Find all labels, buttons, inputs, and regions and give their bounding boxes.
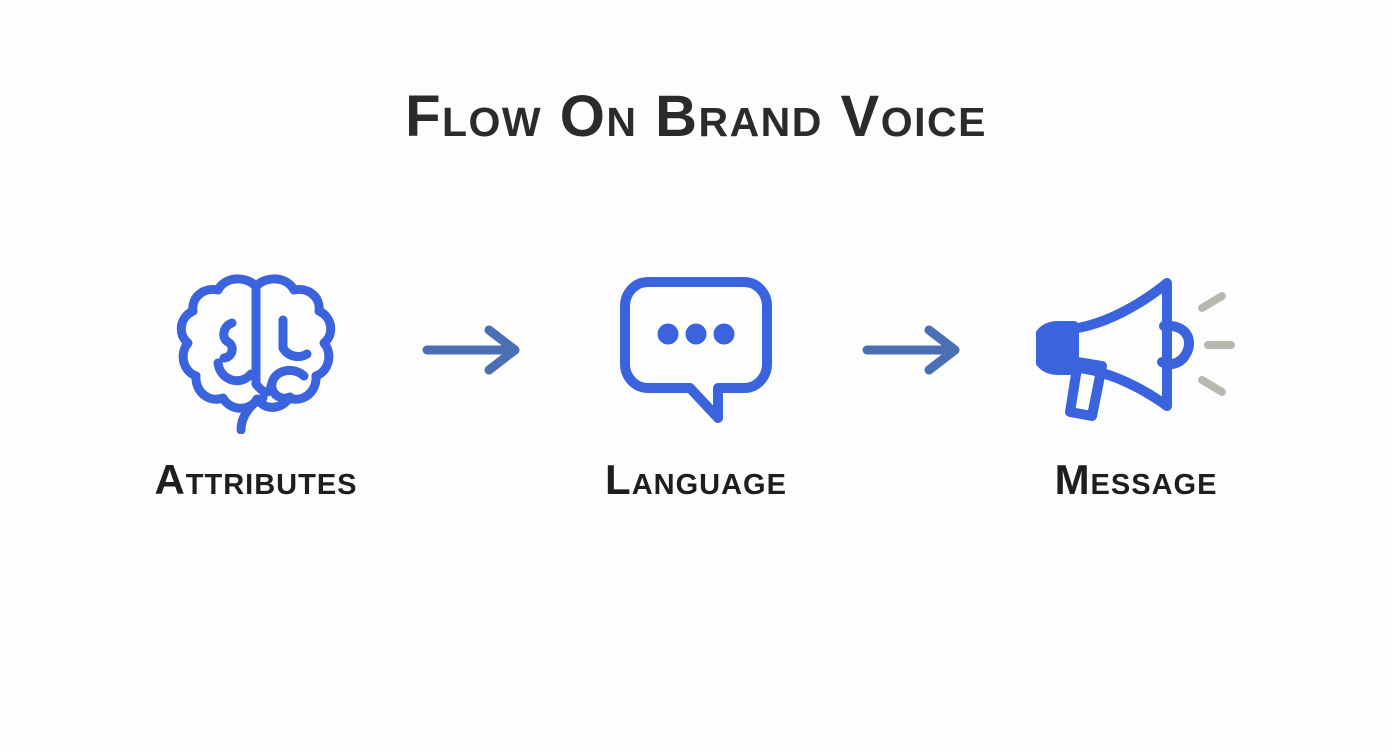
soundwave-top [1198, 291, 1226, 312]
flow-connector-2 [830, 262, 1002, 437]
flow-step-message[interactable]: Message [1002, 262, 1270, 501]
flow-connector-1 [390, 262, 562, 437]
megaphone-cone [1067, 277, 1172, 411]
typing-dot-2 [685, 323, 707, 344]
flow-step-label-language: Language [605, 456, 787, 503]
soundwave-bottom [1198, 375, 1226, 396]
brain-icon [176, 274, 336, 434]
brain-icon-container [156, 262, 356, 437]
megaphone-handle [1065, 356, 1107, 421]
arrow-right-icon [862, 325, 960, 374]
typing-dot-1 [657, 323, 679, 344]
page-title: Flow On Brand Voice [405, 84, 987, 149]
flow-step-label-message: Message [1054, 456, 1218, 503]
speech-bubble-icon [620, 276, 772, 423]
flow-step-language[interactable]: Language [562, 262, 830, 501]
arrow-right-icon [422, 325, 520, 374]
speech-bubble-icon-container [596, 262, 796, 437]
megaphone-back [1036, 320, 1079, 375]
brand-voice-flow: Attributes Language [0, 262, 1392, 532]
megaphone-icon-container [1036, 262, 1236, 437]
typing-dot-3 [713, 323, 735, 344]
megaphone-soundwaves [1198, 291, 1235, 396]
flow-step-attributes[interactable]: Attributes [122, 262, 390, 501]
flow-step-label-attributes: Attributes [154, 456, 358, 503]
megaphone-icon [1036, 277, 1235, 421]
